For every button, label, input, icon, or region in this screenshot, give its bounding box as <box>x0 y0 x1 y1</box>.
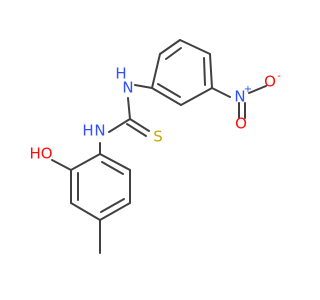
bond <box>211 87 231 98</box>
bond <box>70 153 101 171</box>
bond <box>159 39 181 55</box>
bond <box>248 85 267 94</box>
bond <box>134 84 153 89</box>
bond <box>127 97 131 120</box>
hydroxy-label: HO <box>29 145 52 163</box>
nitro-oxygen-double-label: O <box>235 115 247 133</box>
bond <box>157 83 181 98</box>
bond <box>203 57 206 86</box>
bond <box>100 198 125 213</box>
atom-labels: H N H N S N + O - O HO <box>29 65 281 163</box>
bond <box>99 153 131 171</box>
top-nh-nitrogen-label: N <box>122 79 133 97</box>
bond <box>209 53 213 89</box>
nitro-oxygen-single-label: O <box>264 73 276 91</box>
bonds <box>51 39 267 254</box>
bond <box>151 87 182 106</box>
bond <box>70 202 101 221</box>
structure-diagram: H N H N S N + O - O HO <box>29 39 281 254</box>
nitro-oxygen-charge: - <box>277 71 281 82</box>
bond <box>101 161 124 175</box>
bond <box>129 118 150 132</box>
sulfur-label: S <box>153 128 163 146</box>
nitro-nitrogen-charge: + <box>244 84 252 95</box>
molecule-canvas: H N H N S N + O - O HO <box>29 39 282 254</box>
bond <box>165 47 182 60</box>
bond <box>99 202 131 221</box>
bond <box>179 39 211 55</box>
bond <box>151 53 161 89</box>
bond <box>126 123 147 137</box>
nitro-nitrogen-label: N <box>234 88 245 106</box>
bond <box>51 159 72 171</box>
left-nh-hydrogen-label: H <box>82 122 93 140</box>
bond <box>108 118 131 133</box>
top-nh-hydrogen-label: H <box>115 65 126 83</box>
bond <box>180 87 213 106</box>
left-nh-nitrogen-label: N <box>94 122 105 140</box>
